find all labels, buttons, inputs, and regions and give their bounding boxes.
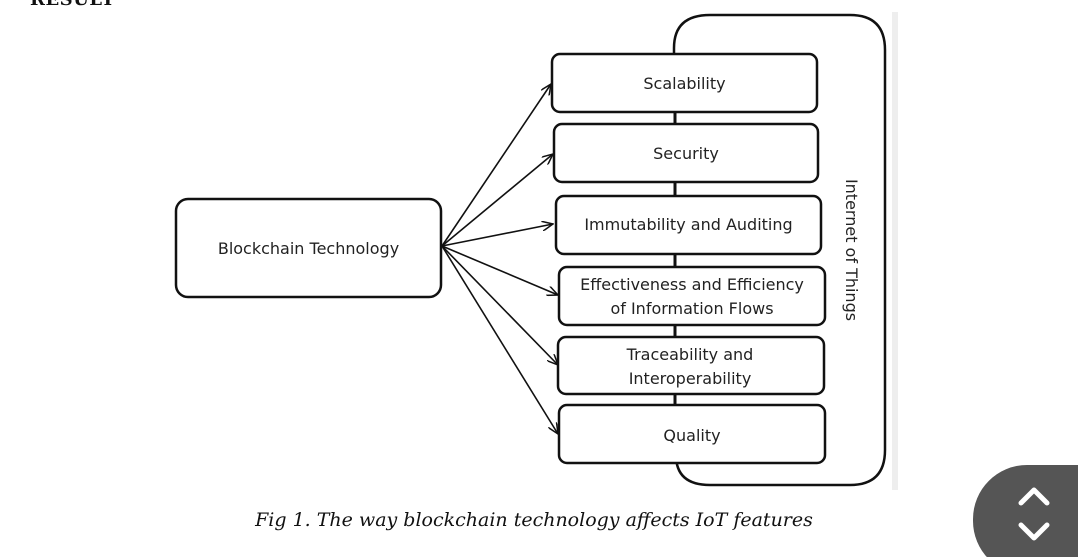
feature-label: Security <box>653 144 719 163</box>
feature-label-line-2: of Information Flows <box>610 299 773 318</box>
feature-node-scalability: Scalability <box>550 52 819 114</box>
scroll-up-button[interactable] <box>1013 479 1055 513</box>
arrow-to-security <box>441 154 553 247</box>
chevron-down-icon <box>1018 522 1050 541</box>
arrow-to-quality <box>441 245 558 434</box>
arrow-to-traceability <box>441 245 558 365</box>
scroll-down-button[interactable] <box>1013 515 1055 549</box>
feature-label: Quality <box>663 426 720 445</box>
feature-node-traceability: Traceability and Interoperability <box>556 335 826 396</box>
feature-node-effectiveness: Effectiveness and Efficiency of Informat… <box>557 265 827 327</box>
arrow-to-effectiveness <box>441 245 558 295</box>
section-heading: RESULT <box>30 0 115 10</box>
feature-label: Immutability and Auditing <box>584 215 792 234</box>
source-node: Blockchain Technology <box>174 197 443 299</box>
page-nav-control <box>973 465 1078 557</box>
iot-label: Internet of Things <box>842 179 861 321</box>
figure-caption: Fig 1. The way blockchain technology aff… <box>255 509 813 531</box>
feature-node-quality: Quality <box>557 403 827 465</box>
feature-label-line-1: Effectiveness and Efficiency <box>580 275 804 294</box>
arrows <box>441 84 558 434</box>
figure-edge <box>892 12 898 490</box>
feature-node-security: Security <box>552 122 820 184</box>
source-label: Blockchain Technology <box>218 239 399 258</box>
feature-node-immutability: Immutability and Auditing <box>554 194 823 256</box>
iot-container <box>672 13 887 487</box>
source-box <box>174 197 443 299</box>
feature-label-line-1: Traceability and <box>626 345 754 364</box>
feature-label-line-2: Interoperability <box>629 369 752 388</box>
arrow-to-immutability <box>441 224 553 247</box>
arrow-to-scalability <box>441 84 551 247</box>
feature-label: Scalability <box>643 74 725 93</box>
chevron-up-icon <box>1018 487 1050 506</box>
